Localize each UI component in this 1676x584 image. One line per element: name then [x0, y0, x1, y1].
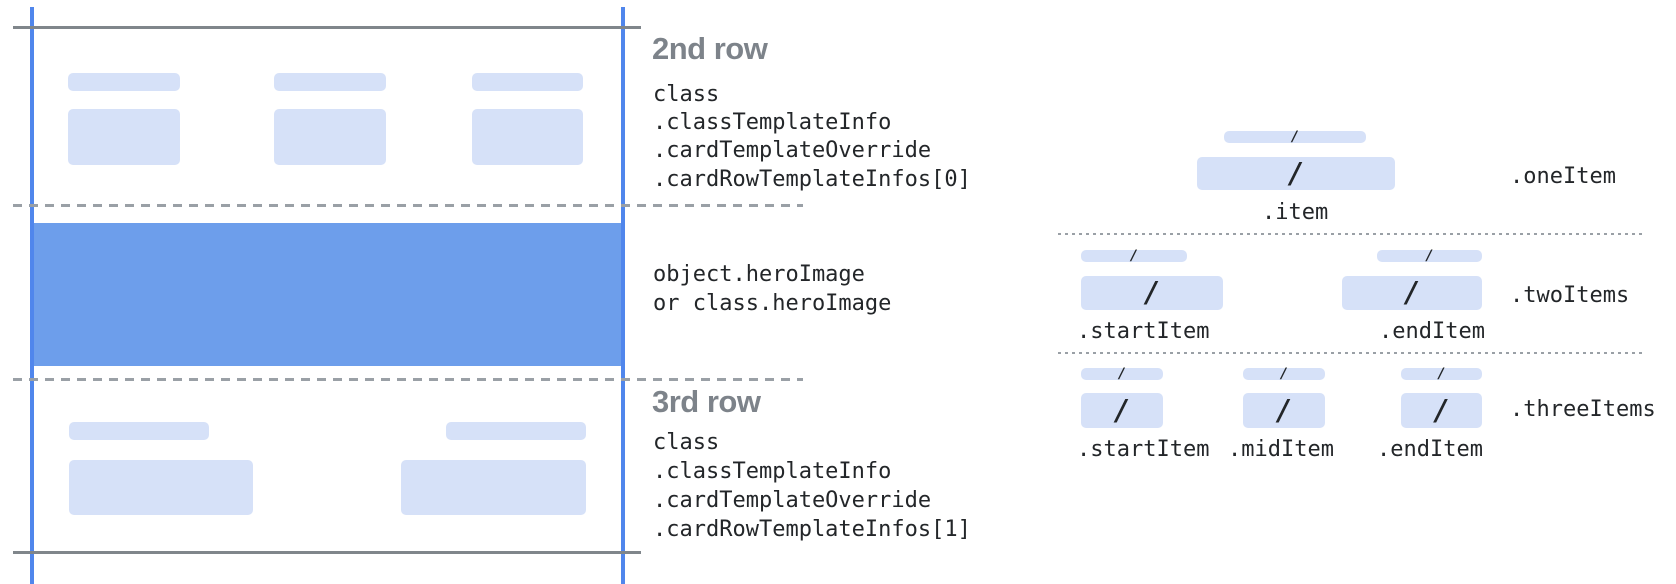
twoitems-start-value-placeholder: /	[1081, 276, 1223, 310]
threeitems-start-value-placeholder: /	[1081, 393, 1163, 428]
row2-col1-value-placeholder	[68, 109, 180, 165]
row2-col2-value-placeholder	[274, 109, 386, 165]
third-row-code-line-4: .cardRowTemplateInfos[1]	[653, 517, 971, 542]
hero-code-line-1: object.heroImage	[653, 262, 865, 287]
threeitems-mid-value-placeholder: /	[1243, 393, 1325, 428]
row2-col3-value-placeholder	[472, 109, 583, 165]
card-right-edge-line	[621, 7, 625, 584]
second-row-code-line-1: class	[653, 82, 720, 107]
row3-end-value-placeholder	[401, 460, 586, 515]
second-row-heading: 2nd row	[652, 31, 768, 66]
slash-glyph: /	[1437, 366, 1446, 382]
row-divider-dashed-upper	[13, 204, 803, 207]
oneitem-item-caption: .item	[1262, 200, 1329, 225]
slash-glyph: /	[1143, 276, 1161, 309]
slash-glyph: /	[1287, 156, 1305, 190]
slash-glyph: /	[1433, 393, 1450, 427]
slash-glyph: /	[1275, 393, 1293, 427]
threeitems-end-value-placeholder: /	[1401, 393, 1482, 428]
slash-glyph: /	[1279, 366, 1289, 382]
threeitems-end-label-placeholder: /	[1401, 366, 1482, 382]
row3-start-label-placeholder	[69, 422, 209, 440]
oneitem-item-value-placeholder: /	[1197, 157, 1395, 190]
row2-col1-label-placeholder	[68, 73, 180, 91]
hero-code-line-2: or class.heroImage	[653, 291, 892, 316]
row3-end-label-placeholder	[446, 422, 586, 440]
hero-image-band	[34, 223, 621, 366]
threeitems-mid-label-placeholder: /	[1243, 366, 1325, 382]
card-left-edge-line	[30, 7, 34, 584]
oneitem-row-caption: .oneItem	[1510, 164, 1616, 189]
threeitems-start-label-placeholder: /	[1081, 366, 1163, 382]
items-divider-dotted-upper	[1058, 233, 1645, 235]
twoitems-start-label-placeholder: /	[1081, 248, 1187, 264]
card-top-line	[13, 26, 641, 29]
second-row-code-line-4: .cardRowTemplateInfos[0]	[653, 167, 971, 192]
oneitem-item-label-placeholder: /	[1224, 129, 1366, 145]
items-divider-dotted-lower	[1058, 352, 1645, 354]
second-row-code-line-2: .classTemplateInfo	[653, 110, 892, 135]
row2-col2-label-placeholder	[274, 73, 386, 91]
row3-start-value-placeholder	[69, 460, 253, 515]
slash-glyph: /	[1129, 248, 1139, 264]
twoitems-row-caption: .twoItems	[1510, 283, 1630, 308]
twoitems-end-caption: .endItem	[1379, 319, 1485, 344]
slash-glyph: /	[1425, 248, 1434, 264]
twoitems-end-value-placeholder: /	[1342, 276, 1482, 310]
threeitems-start-caption: .startItem	[1077, 437, 1210, 462]
threeitems-end-caption: .endItem	[1377, 437, 1483, 462]
third-row-code-line-3: .cardTemplateOverride	[653, 488, 932, 513]
slash-glyph: /	[1117, 366, 1127, 382]
slash-glyph: /	[1290, 129, 1300, 145]
third-row-code-line-2: .classTemplateInfo	[653, 459, 892, 484]
threeitems-row-caption: .threeItems	[1510, 397, 1656, 422]
twoitems-end-label-placeholder: /	[1377, 248, 1482, 264]
twoitems-start-caption: .startItem	[1077, 319, 1210, 344]
third-row-heading: 3rd row	[652, 384, 761, 419]
second-row-code-line-3: .cardTemplateOverride	[653, 138, 932, 163]
slash-glyph: /	[1403, 276, 1421, 309]
card-bottom-line	[13, 551, 641, 554]
slash-glyph: /	[1113, 393, 1131, 427]
threeitems-mid-caption: .midItem	[1228, 437, 1334, 462]
row-divider-dashed-lower	[13, 378, 803, 381]
third-row-code-line-1: class	[653, 430, 720, 455]
row2-col3-label-placeholder	[472, 73, 583, 91]
